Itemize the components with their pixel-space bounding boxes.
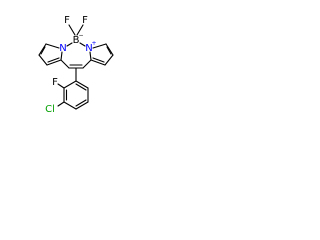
bond-cd-nr — [89, 51, 92, 61]
bond-cd-nl — [60, 51, 63, 61]
structure-canvas: F F B − N N + F Cl — [0, 0, 152, 152]
bond-b-n-left — [66, 42, 73, 47]
bond-ph-cl — [57, 101, 65, 107]
ring-fluorine-label: F — [52, 77, 58, 88]
bond-ph-6-1 — [75, 80, 89, 89]
bond-ph-f — [57, 83, 65, 89]
bond-lines — [38, 24, 114, 110]
bond-cc-cd-r — [90, 59, 106, 66]
boron-charge-label: − — [78, 32, 83, 39]
bond-ca-cb-inner — [40, 46, 46, 55]
bond-b-f-right — [76, 24, 84, 36]
bond-ph-4-5 — [75, 101, 89, 110]
bond-cc-cd-r-inner — [92, 57, 105, 63]
bond-cb-cc — [38, 54, 48, 66]
bond-meso-cd-right — [82, 59, 92, 69]
bond-ca-cb-r — [105, 43, 114, 56]
bond-b-f-left — [68, 24, 76, 36]
boron-label: B — [73, 35, 80, 46]
bond-cc-cd-inner — [47, 57, 60, 63]
bond-ph-1-2 — [63, 80, 77, 89]
bond-ph-3-4 — [63, 101, 77, 110]
bond-cb-cc-r — [104, 54, 114, 66]
nitrogen-left-label: N — [59, 43, 66, 54]
nitrogen-charge-label: + — [91, 40, 96, 47]
bodipy-molecule-diagram: F F B − N N + F Cl — [38, 15, 114, 115]
bond-nl-ca — [45, 43, 60, 49]
bond-b-n-right — [79, 42, 86, 47]
nitrogen-right-label: N — [85, 43, 92, 54]
fluorine-right-label: F — [82, 15, 88, 26]
bond-ca-cb — [38, 43, 47, 56]
bond-ca-cb-r-inner — [106, 46, 112, 55]
bond-cd-meso-left — [60, 59, 70, 69]
bond-nr-ca — [92, 43, 107, 49]
bond-ph-4-5-inner — [75, 99, 87, 107]
chlorine-label: Cl — [45, 104, 55, 115]
fluorine-left-label: F — [64, 15, 70, 26]
bond-ph-6-1-inner — [75, 83, 87, 91]
bond-cc-cd — [46, 59, 62, 66]
